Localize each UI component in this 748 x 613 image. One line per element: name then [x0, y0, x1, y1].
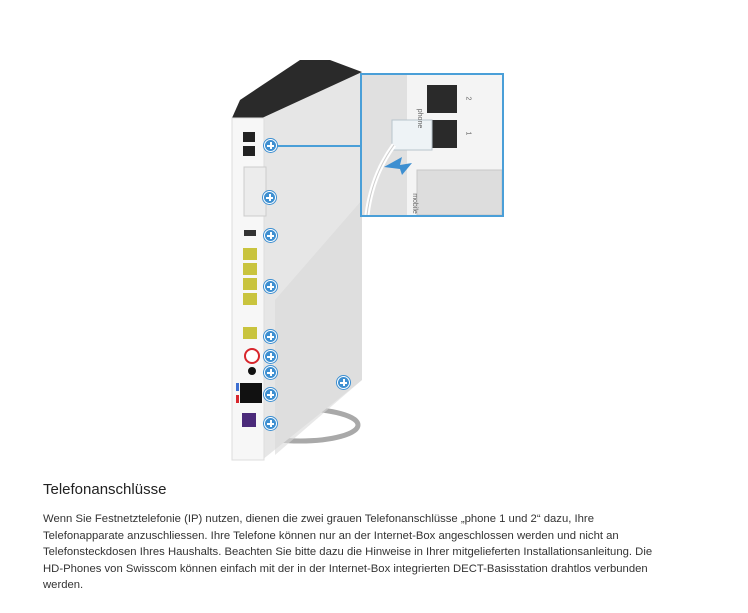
section-title: Telefonanschlüsse	[43, 481, 167, 498]
port-number-1: 1	[464, 131, 472, 136]
hotspot-dsl[interactable]	[264, 388, 277, 401]
phone-port-detail-view: phone 2 1 mobile	[360, 73, 504, 217]
hotspot-power[interactable]	[264, 366, 277, 379]
port-number-2: 2	[464, 96, 472, 101]
hotspot-usb[interactable]	[264, 229, 277, 242]
hotspot-phone-ports[interactable]	[264, 139, 277, 152]
hotspot-power-button[interactable]	[264, 350, 277, 363]
hotspot-mobile-slot[interactable]	[263, 191, 276, 204]
hotspot-internet[interactable]	[264, 417, 277, 430]
router-illustration	[231, 60, 362, 461]
section-body: Wenn Sie Festnetztelefonie (IP) nutzen, …	[43, 513, 653, 591]
internet-box-figure: phone 2 1 mobile	[231, 60, 504, 461]
phone-port-closeup	[362, 75, 502, 215]
hotspot-side[interactable]	[337, 376, 350, 389]
hotspot-lan-gbe[interactable]	[264, 330, 277, 343]
port-label-mobile: mobile	[410, 193, 418, 214]
hotspot-connector-line	[276, 145, 360, 147]
port-label-phone: phone	[416, 108, 424, 129]
hotspot-lan-ports[interactable]	[264, 280, 277, 293]
